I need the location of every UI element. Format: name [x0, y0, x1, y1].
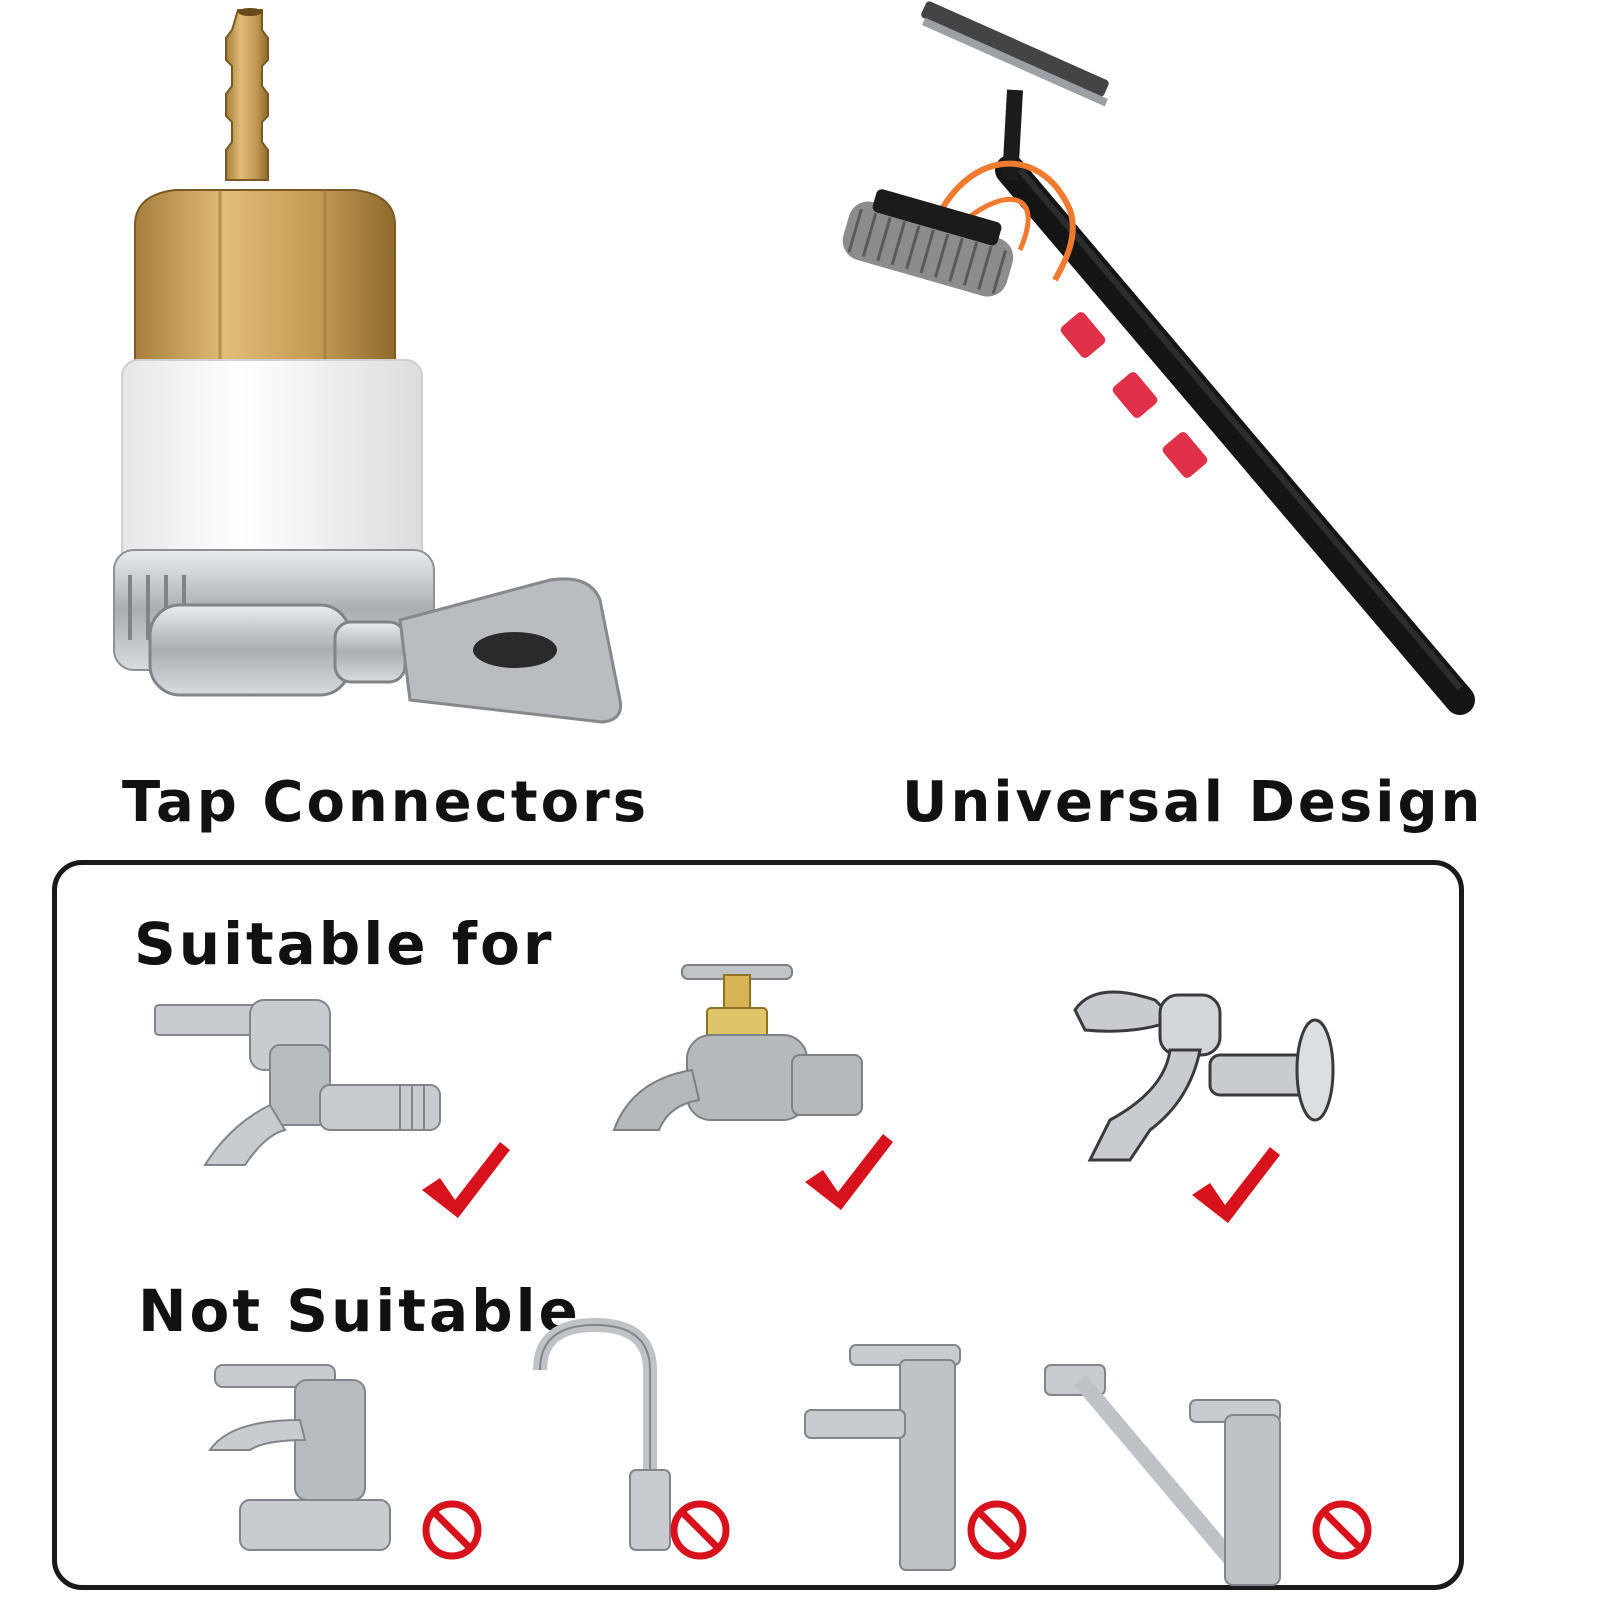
single-lever-basin-tap-icon: [804, 1344, 961, 1571]
compatibility-panel: [52, 860, 1464, 1590]
basin-mixer-tap-icon: [208, 1364, 391, 1551]
prohibited-icon: [670, 1500, 730, 1560]
suitable-heading: Suitable for: [134, 910, 555, 978]
swivel-spout-kitchen-tap-icon: [1044, 1364, 1281, 1586]
check-icon: [422, 1142, 510, 1218]
prohibited-icon: [422, 1500, 482, 1560]
caption-tap-connectors: Tap Connectors: [122, 770, 650, 835]
telescopic-pole-image: [842, 1, 1475, 715]
caption-universal-design: Universal Design: [902, 770, 1484, 835]
gooseneck-tap-icon: [533, 1317, 671, 1551]
check-icon: [805, 1134, 893, 1210]
prohibited-icon: [1312, 1500, 1372, 1560]
tap-connector-image: [113, 8, 623, 724]
prohibited-icon: [967, 1500, 1027, 1560]
lever-bib-tap-icon: [154, 999, 441, 1166]
check-icon: [1192, 1147, 1280, 1223]
wall-mounted-lever-tap-icon: [1073, 990, 1335, 1162]
cross-handle-bib-tap-icon: [612, 964, 863, 1131]
not-suitable-heading: Not Suitable: [138, 1277, 581, 1345]
